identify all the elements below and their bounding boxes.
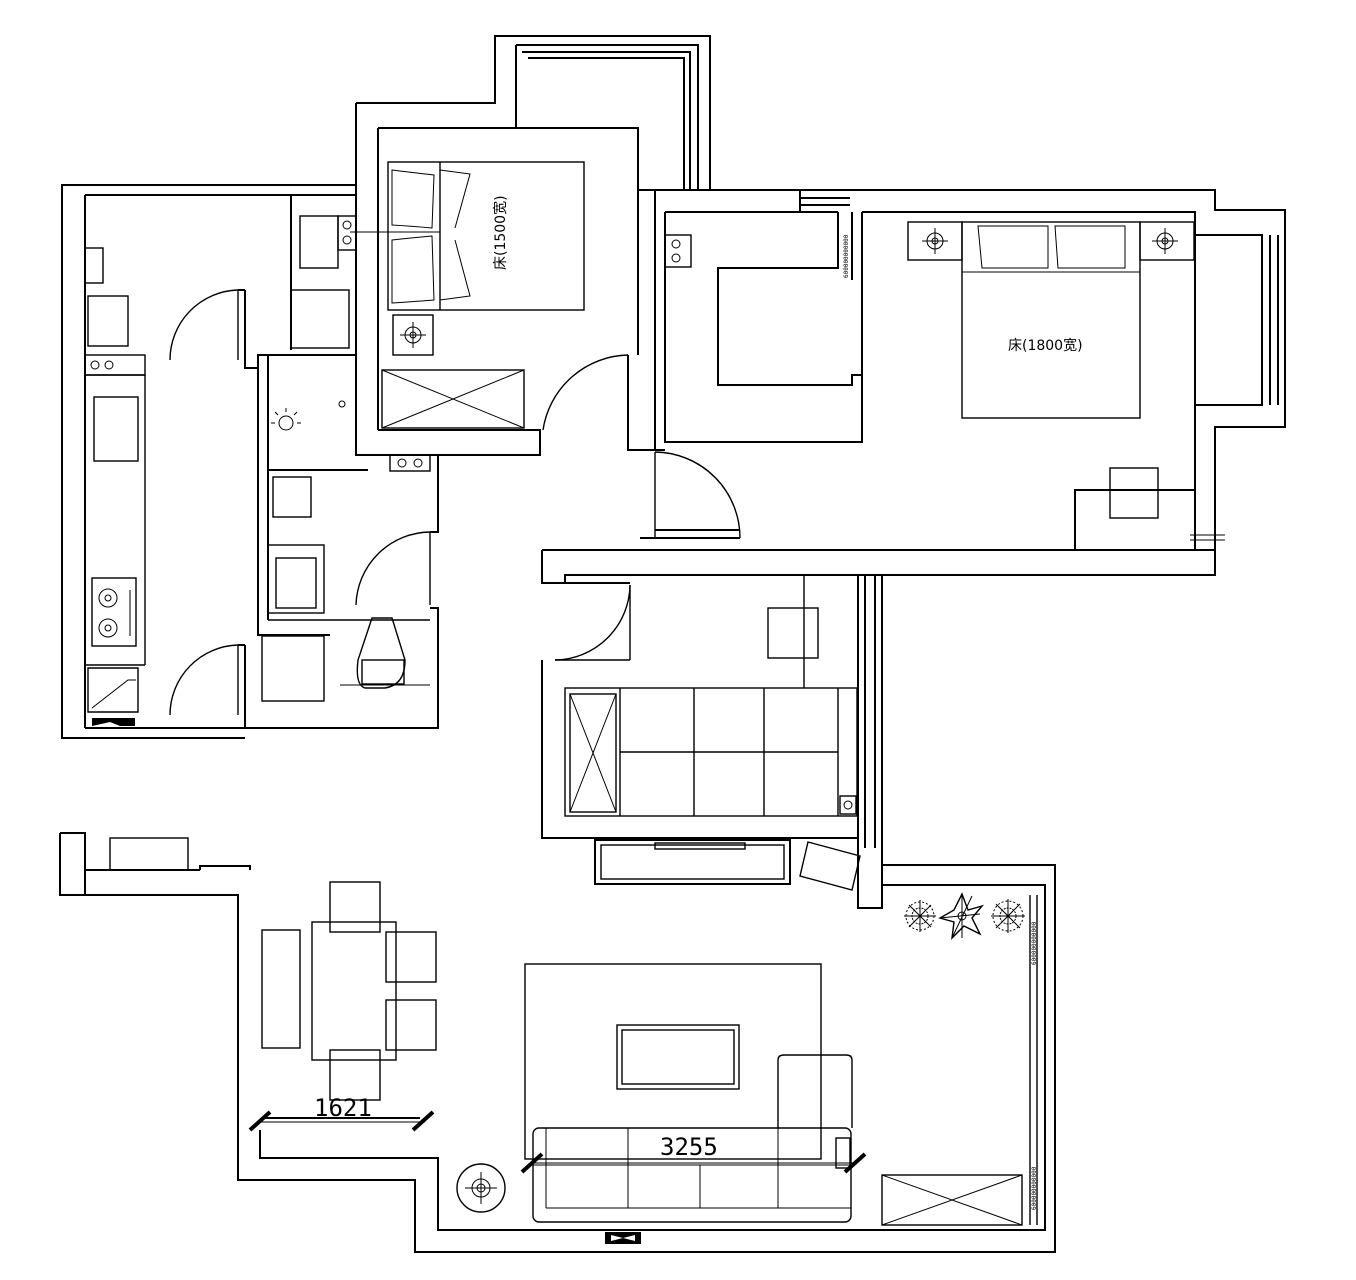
stamp-living-bottom: 600000000000	[1031, 1166, 1038, 1210]
bedside-lamp-icon	[1139, 221, 1195, 261]
stamp-hall: 600000000000	[843, 234, 850, 278]
doors	[169, 289, 741, 716]
hallway: 600000000000	[664, 234, 850, 278]
dimension-line-dining: 1621	[248, 1094, 435, 1132]
shower-icon	[271, 400, 346, 431]
outer-walls	[59, 35, 1286, 1253]
study	[564, 575, 858, 817]
bed-small: 床(1500宽)	[350, 161, 585, 311]
stove-icon	[91, 577, 137, 647]
entry-mat	[605, 1232, 641, 1244]
sofa	[532, 1054, 853, 1223]
dining: 1621	[109, 837, 437, 1132]
kitchen-fixtures	[84, 215, 357, 726]
dimension-line-living: 3255	[520, 1133, 867, 1174]
bookshelf	[564, 687, 858, 817]
bedroom-master: 床(1800宽)	[907, 221, 1225, 541]
stamp-living-top: 600000000000	[1031, 921, 1038, 965]
interior-walls	[238, 190, 1279, 909]
dimension-dining: 1621	[314, 1094, 372, 1122]
living-room: 3255 600000000000 600000000000	[456, 892, 1038, 1244]
plant-icon	[904, 892, 1025, 940]
floor-lamp-icon	[456, 1163, 506, 1213]
bedside-lamp-icon	[907, 221, 963, 261]
wardrobe-small	[381, 369, 525, 429]
balcony-window	[1029, 895, 1038, 1225]
bedroom-small: 床(1500宽)	[350, 161, 585, 429]
bed-small-label: 床(1500宽)	[492, 195, 509, 270]
bed-master: 床(1800宽)	[961, 221, 1141, 419]
ceiling-light-icon	[392, 314, 434, 356]
cabinet	[881, 1174, 1023, 1226]
toilet-icon	[340, 617, 430, 689]
dimension-living: 3255	[660, 1133, 718, 1161]
bed-master-label: 床(1800宽)	[1008, 337, 1083, 354]
bathroom-fixtures	[261, 400, 431, 702]
